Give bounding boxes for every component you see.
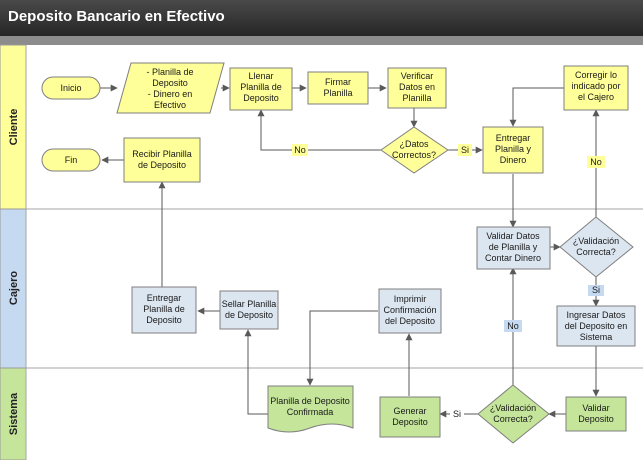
svg-text:Inicio: Inicio: [60, 83, 81, 93]
edge-imprimir-confirmada: [306, 310, 378, 386]
lane-cliente: Cliente: [0, 44, 643, 210]
node-inicio: Inicio: [41, 76, 101, 100]
edge-labels: No Si No Si No Si: [292, 144, 605, 420]
svg-text:Fin: Fin: [65, 155, 78, 165]
label-no-2: No: [590, 157, 602, 167]
node-fin: Fin: [41, 148, 101, 172]
lane-sistema: Sistema: [0, 367, 27, 460]
lane-label-sistema: Sistema: [8, 392, 20, 435]
header-strip: [0, 36, 643, 45]
connectors: [100, 84, 600, 418]
edge-no-llenar: [257, 109, 381, 151]
title-bar: Deposito Bancario en Efectivo: [0, 0, 643, 36]
lane-label-cliente: Cliente: [8, 109, 20, 146]
label-no-1: No: [294, 145, 306, 155]
lane-label-cajero: Cajero: [8, 271, 20, 306]
label-si-3: Si: [453, 409, 461, 419]
label-no-3: No: [507, 321, 519, 331]
page-title: Deposito Bancario en Efectivo: [8, 8, 225, 25]
label-si-2: Si: [592, 285, 600, 295]
edge-confirmada-sellar: [244, 329, 268, 415]
label-si-1: Si: [461, 145, 469, 155]
